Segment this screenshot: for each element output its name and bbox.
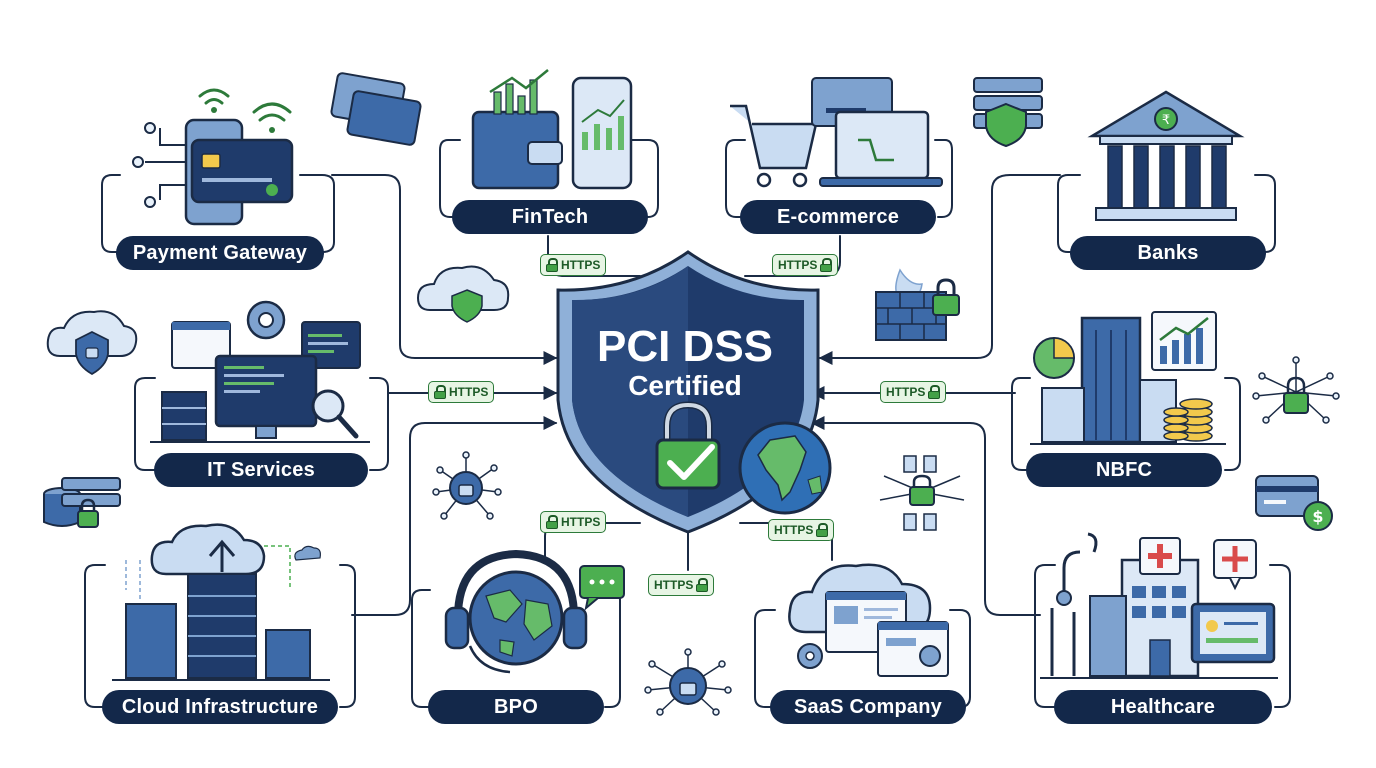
wifi-icon (198, 88, 292, 122)
headset-icon (453, 549, 579, 623)
magnifier-icon (311, 389, 345, 423)
label-bpo: BPO (428, 690, 604, 724)
connector-cloud (351, 416, 558, 616)
padlock-icon (820, 258, 833, 272)
nbfc-illustration (1030, 311, 1226, 445)
https-label: HTTPS (449, 385, 489, 399)
firewall-lock-icon (875, 268, 960, 341)
https-label: HTTPS (886, 385, 926, 399)
label-fintech: FinTech (452, 200, 648, 234)
label-saas-company: SaaS Company (770, 690, 966, 724)
database-lock-icon (43, 477, 121, 528)
certification-title: PCI DSS (596, 322, 774, 371)
document-lock-icon (879, 455, 965, 531)
stethoscope-icon (1062, 550, 1081, 592)
dollar-icon (1303, 501, 1333, 531)
india-globe-icon (738, 421, 832, 515)
https-badge-fintech: HTTPS (540, 254, 607, 276)
label-ecommerce: E-commerce (740, 200, 936, 234)
padlock-icon (816, 523, 829, 537)
svg-text:$: $ (1312, 507, 1323, 526)
padlock-icon (546, 258, 558, 272)
https-badge-ecommerce: HTTPS (772, 254, 839, 276)
server-lock-icon (973, 77, 1043, 148)
svg-text:₹: ₹ (1162, 113, 1170, 128)
https-badge-bottom: HTTPS (648, 574, 715, 596)
padlock-icon (546, 515, 558, 529)
https-label: HTTPS (561, 515, 601, 529)
https-label: HTTPS (561, 258, 601, 272)
padlock-icon (696, 578, 709, 592)
phone-icon (571, 76, 633, 190)
https-badge-it-services: HTTPS (428, 381, 495, 403)
fintech-illustration (471, 69, 633, 190)
https-badge-nbfc: HTTPS (880, 381, 947, 403)
saas-illustration (788, 563, 949, 677)
https-label: HTTPS (654, 578, 694, 592)
it-services-illustration (150, 300, 370, 443)
certification-subtitle: Certified (628, 370, 742, 401)
https-badge-bpo: HTTPS (540, 511, 607, 533)
https-label: HTTPS (778, 258, 818, 272)
chip-lock-icon (432, 451, 502, 520)
label-cloud-infrastructure: Cloud Infrastructure (102, 690, 338, 724)
cloud-lock-icon (416, 265, 510, 323)
padlock-icon (928, 385, 941, 399)
https-label: HTTPS (774, 523, 814, 537)
connector-payment-gateway (331, 174, 558, 365)
padlock-icon (434, 385, 446, 399)
cloud-infrastructure-illustration (112, 523, 330, 681)
laptop-icon (834, 110, 930, 180)
payment-gateway-illustration (132, 72, 422, 226)
checkmark-icon (667, 444, 715, 480)
server-icon (161, 391, 207, 441)
bpo-illustration (444, 549, 625, 674)
cart-icon (730, 104, 818, 170)
card-dollar-icon: $ (1255, 475, 1333, 531)
connector-banks (818, 174, 1061, 365)
ecommerce-illustration (730, 77, 943, 188)
connector-healthcare (810, 416, 1041, 616)
label-payment-gateway: Payment Gateway (116, 236, 324, 270)
cloud-shield-icon (46, 310, 138, 376)
label-healthcare: Healthcare (1054, 690, 1272, 724)
chip-lock-icon-bottom (644, 648, 732, 716)
https-badge-saas: HTTPS (768, 519, 835, 541)
label-nbfc: NBFC (1026, 453, 1222, 487)
label-it-services: IT Services (154, 453, 368, 487)
healthcare-illustration (1040, 532, 1278, 679)
coins-icon (1163, 398, 1213, 442)
bank-building-icon: ₹ (1087, 90, 1245, 221)
circuit-lock-icon (1252, 356, 1340, 424)
label-banks: Banks (1070, 236, 1266, 270)
